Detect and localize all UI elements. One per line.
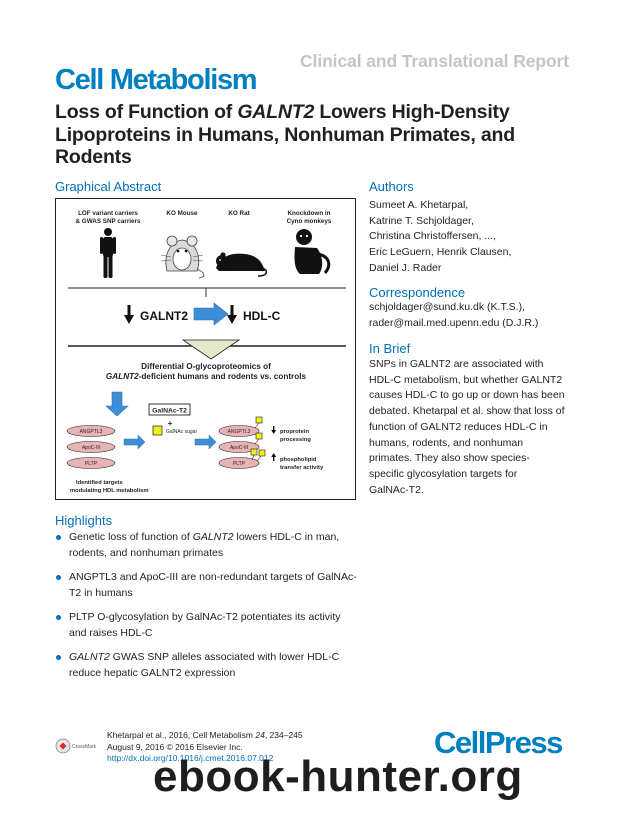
- in-brief-line: SNPs in GALNT2 are associated with: [369, 358, 544, 370]
- correspondence-emails: schjoldager@sund.ku.dk (K.T.S.), rader@m…: [369, 300, 579, 331]
- effect-1-line-2: processing: [280, 437, 311, 443]
- in-brief-line: primates. They also show species-: [369, 452, 530, 465]
- target-angptl3-left: [66, 425, 116, 437]
- mouse-icon: [160, 235, 205, 279]
- authors-heading: Authors: [369, 179, 414, 194]
- effect-down-arrow: [271, 426, 277, 434]
- model-label-mouse: KO Mouse: [166, 210, 198, 217]
- sugar-square: [152, 425, 163, 436]
- bullet-icon: [56, 575, 61, 580]
- highlights-list: Genetic loss of function of GALNT2 lower…: [55, 530, 360, 690]
- bullet-icon: [56, 655, 61, 660]
- study-line-1: Differential O-glycoproteomics of: [141, 362, 271, 371]
- sugar-label: GalNAc sugar: [166, 429, 197, 435]
- graphical-abstract-figure: LOF variant carriers & GWAS SNP carriers…: [55, 198, 356, 500]
- target-apoc3-left: [66, 441, 116, 453]
- crossmark-label: CrossMark: [72, 744, 97, 750]
- in-brief-line: HDL-C metabolism, but whether GALNT2: [369, 373, 563, 386]
- targets-caption-1: Identified targets: [76, 480, 123, 486]
- in-brief-line: debated. Khetarpal et al. show that loss…: [369, 405, 565, 418]
- highlights-heading: Highlights: [55, 513, 113, 528]
- article-title: Loss of Function of GALNT2 Lowers High-D…: [55, 101, 515, 168]
- author-line: Katrine T. Schjoldager,: [369, 214, 474, 227]
- cellpress-logo: CellPress: [434, 725, 563, 760]
- in-brief-heading: In Brief: [369, 341, 411, 356]
- model-label-rat: KO Rat: [228, 210, 250, 217]
- highlight-item: Genetic loss of function of GALNT2 lower…: [55, 530, 360, 561]
- funnel-arrow: [181, 339, 241, 360]
- in-brief-line: causes HDL-C to go up or down has been: [369, 389, 565, 402]
- gene-label: GALNT2: [140, 309, 188, 323]
- right-arrow-2: [194, 434, 217, 450]
- svg-text:PLTP: PLTP: [85, 461, 98, 467]
- target-pltp-right: [218, 457, 260, 469]
- svg-text:ANGPTL3: ANGPTL3: [80, 429, 103, 435]
- effect-1-line-1: proprotein: [280, 429, 309, 435]
- targets-caption-2: modulating HDL metabolism: [70, 488, 148, 494]
- down-arrow-hdl: [227, 305, 237, 324]
- svg-text:ApoC-III: ApoC-III: [82, 445, 100, 451]
- citation-line: Khetarpal et al., 2016, Cell Metabolism …: [107, 730, 303, 740]
- journal-name: Cell Metabolism: [55, 64, 258, 96]
- enzyme-box: [148, 403, 191, 416]
- causal-arrow: [193, 302, 229, 326]
- effect-2-line-1: phospholipid: [280, 457, 317, 463]
- email-link[interactable]: schjoldager@sund.ku.dk (K.T.S.),: [369, 301, 525, 313]
- in-brief-line: function of GALNT2 reduces HDL-C in: [369, 420, 548, 433]
- target-angptl3-right: [218, 425, 260, 437]
- graphical-abstract-heading: Graphical Abstract: [55, 179, 162, 194]
- in-brief-line: GalNAc-T2.: [369, 483, 424, 496]
- author-line: Daniel J. Rader: [369, 261, 442, 274]
- authors-list: Sumeet A. Khetarpal, Katrine T. Schjolda…: [369, 198, 579, 277]
- model-label-human-2: & GWAS SNP carriers: [76, 218, 141, 225]
- enzyme-label: GalNAc-T2: [152, 408, 187, 415]
- effect-2-line-2: transfer activity: [280, 465, 324, 471]
- model-label-human-1: LOF variant carriers: [78, 210, 138, 217]
- plus-sign: +: [168, 419, 173, 428]
- glycan-attachments: [250, 416, 266, 462]
- correspondence-heading: Correspondence: [369, 285, 466, 300]
- study-line-2: GALNT2-deficient humans and rodents vs. …: [106, 372, 307, 381]
- watermark: ebook-hunter.org: [153, 752, 523, 801]
- model-label-monkey-1: Knockdown in: [287, 210, 330, 217]
- target-pltp-left: [66, 457, 116, 469]
- citation: Khetarpal et al., 2016, Cell Metabolism …: [107, 730, 303, 765]
- bullet-icon: [56, 535, 61, 540]
- effect-up-arrow: [271, 453, 277, 461]
- author-line: Christina Christoffersen, ...,: [369, 230, 497, 243]
- svg-text:ANGPTL3: ANGPTL3: [228, 429, 251, 435]
- svg-text:PLTP: PLTP: [233, 461, 246, 467]
- process-arrow: [105, 391, 129, 417]
- monkey-icon: [294, 229, 331, 274]
- doi-link[interactable]: http://dx.doi.org/10.1016/j.cmet.2016.07…: [107, 753, 274, 763]
- svg-text:ApoC-III: ApoC-III: [230, 445, 248, 451]
- in-brief-line: specific glycosylation targets for: [369, 467, 518, 480]
- highlight-item: ANGPTL3 and ApoC-III are non-redundant t…: [55, 570, 360, 601]
- target-apoc3-right: [218, 441, 260, 453]
- email-link[interactable]: rader@mail.med.upenn.edu (D.J.R.): [369, 316, 539, 329]
- in-brief-text: SNPs in GALNT2 are associated with HDL-C…: [369, 357, 579, 498]
- model-label-monkey-2: Cyno monkeys: [287, 218, 332, 225]
- down-arrow-galnt2: [124, 305, 134, 324]
- highlight-item: PLTP O-glycosylation by GalNAc-T2 potent…: [55, 610, 360, 641]
- crossmark-icon[interactable]: CrossMark: [55, 737, 101, 755]
- bullet-icon: [56, 615, 61, 620]
- human-icon: [100, 228, 116, 278]
- report-type: Clinical and Translational Report: [300, 51, 569, 71]
- author-line: Eric LeGuern, Henrik Clausen,: [369, 246, 512, 259]
- in-brief-line: humans, rodents, and nonhuman: [369, 436, 524, 449]
- author-line: Sumeet A. Khetarpal,: [369, 199, 469, 211]
- rat-icon: [216, 252, 268, 277]
- right-arrow-1: [123, 434, 146, 450]
- citation-date: August 9, 2016 © 2016 Elsevier Inc.: [107, 741, 243, 752]
- highlight-item: GALNT2 GWAS SNP alleles associated with …: [55, 650, 360, 681]
- hdl-label: HDL-C: [243, 309, 281, 323]
